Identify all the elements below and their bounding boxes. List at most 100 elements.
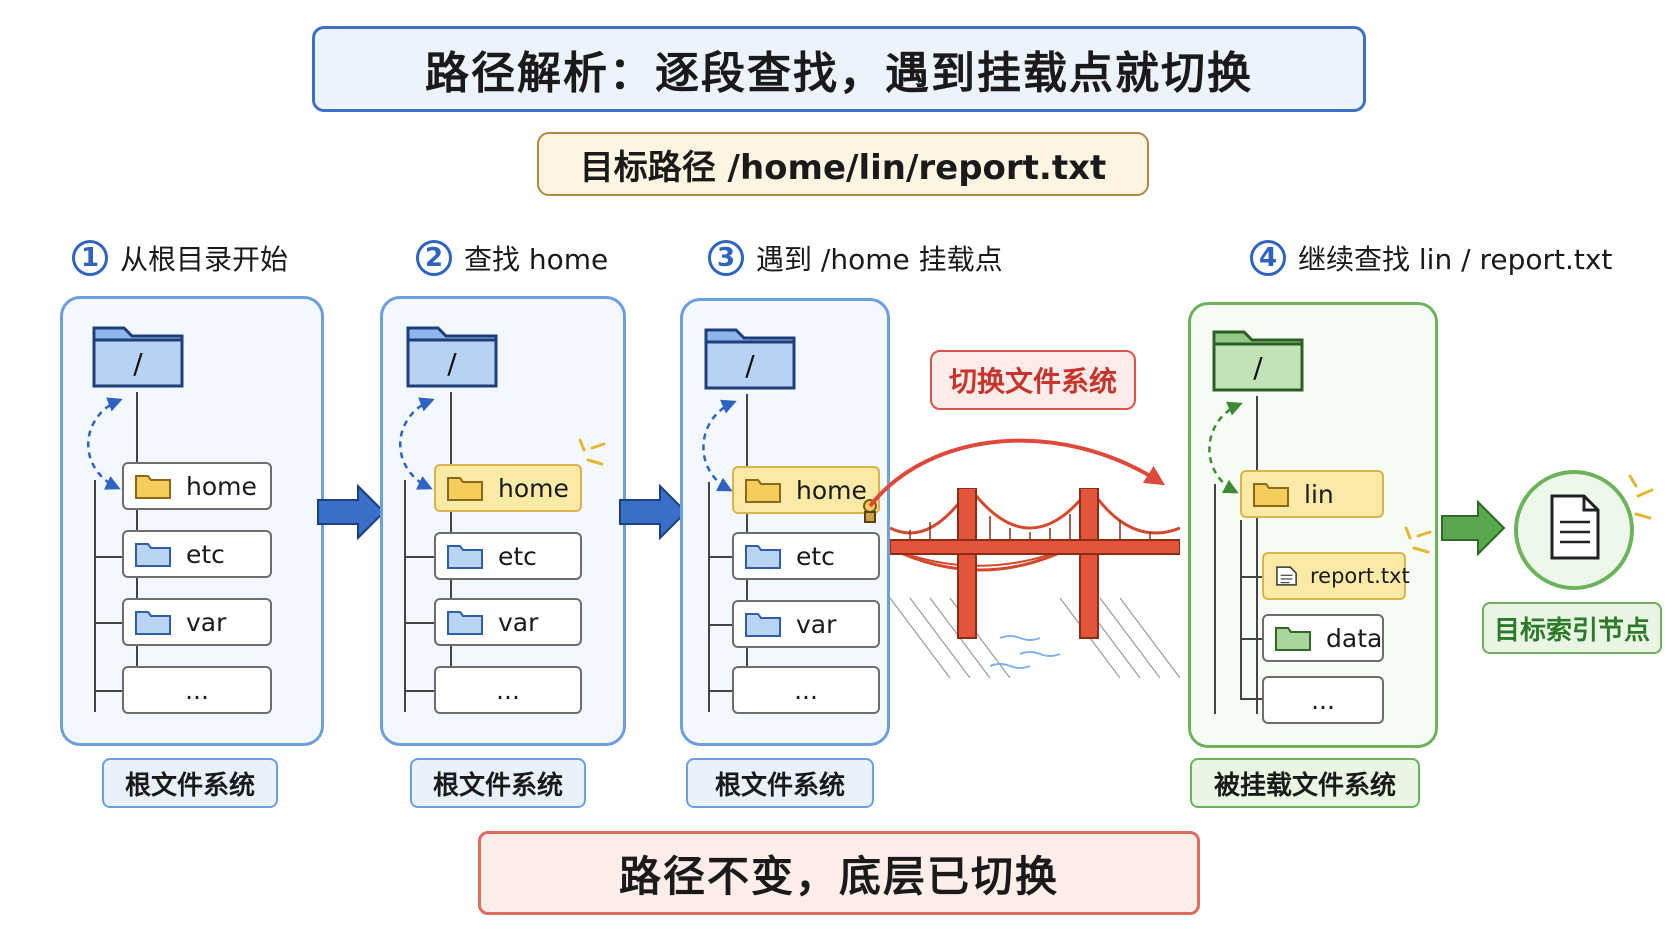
switch-fs-label: 切换文件系统	[930, 350, 1136, 410]
step-2-number: 2	[416, 240, 452, 276]
inode-label: 目标索引节点	[1482, 602, 1662, 654]
root-folder-icon: /	[1212, 330, 1304, 392]
item-label: data	[1326, 623, 1383, 653]
highlight-sparkle-icon	[1404, 526, 1432, 554]
item-label: var	[796, 609, 837, 639]
dir-more: ...	[1262, 676, 1384, 724]
item-label: etc	[796, 541, 835, 571]
folder-icon	[447, 545, 483, 569]
dir-data[interactable]: data	[1262, 614, 1384, 662]
bridge-icon	[890, 488, 1180, 678]
item-label: ...	[185, 675, 209, 705]
step-4-heading: 4 继续查找 lin / report.txt	[1250, 238, 1612, 278]
tree-connector	[708, 690, 732, 692]
folder-icon	[745, 545, 781, 569]
tree-connector	[708, 482, 710, 712]
tree-connector	[1240, 520, 1242, 698]
tree-connector	[1214, 484, 1216, 714]
step-1-number: 1	[72, 240, 108, 276]
folder-icon	[135, 475, 171, 499]
next-step-arrow-icon	[317, 483, 386, 541]
svg-text:/: /	[133, 347, 143, 380]
lookup-arrow	[87, 397, 123, 490]
file-report[interactable]: report.txt	[1262, 552, 1410, 600]
step-4-number: 4	[1250, 240, 1286, 276]
folder-icon	[135, 543, 171, 567]
dir-etc[interactable]: etc	[122, 530, 272, 578]
dir-home-highlighted[interactable]: home	[434, 464, 582, 512]
folder-icon	[1253, 483, 1289, 507]
step-1-heading: 1 从根目录开始	[72, 238, 288, 278]
highlight-sparkle-icon	[578, 438, 606, 466]
step-1-label: 从根目录开始	[120, 243, 289, 276]
item-label: ...	[496, 675, 520, 705]
folder-icon	[447, 477, 483, 501]
tree-connector	[404, 622, 434, 624]
dir-more: ...	[434, 666, 582, 714]
tree-connector	[1240, 638, 1262, 640]
svg-text:/: /	[745, 349, 755, 382]
item-label: var	[186, 607, 227, 637]
tree-connector	[708, 624, 732, 626]
item-label: lin	[1304, 479, 1334, 509]
tree-connector	[94, 556, 122, 558]
dir-lin[interactable]: lin	[1240, 470, 1384, 518]
lookup-arrow	[399, 397, 435, 490]
tree-connector	[94, 480, 96, 712]
step-2-heading: 2 查找 home	[416, 238, 608, 278]
folder-icon	[745, 613, 781, 637]
fs-label-1: 根文件系统	[102, 758, 278, 808]
item-label: home	[498, 473, 569, 503]
tree-connector	[1256, 396, 1258, 714]
item-label: var	[498, 607, 539, 637]
svg-text:/: /	[447, 347, 457, 380]
dir-more: ...	[732, 666, 880, 714]
mount-pin-icon	[863, 499, 877, 523]
next-step-arrow-icon	[619, 483, 688, 541]
diagram-title: 路径解析：逐段查找，遇到挂载点就切换	[312, 26, 1366, 112]
dir-var[interactable]: var	[434, 598, 582, 646]
dir-home-mountpoint[interactable]: home	[732, 466, 880, 514]
tree-connector	[1240, 576, 1262, 578]
next-step-arrow-icon	[1441, 499, 1506, 557]
item-label: ...	[1311, 685, 1335, 715]
folder-icon	[1275, 627, 1311, 651]
root-folder-icon: /	[92, 326, 184, 388]
dir-etc[interactable]: etc	[434, 532, 582, 580]
tree-connector	[94, 622, 122, 624]
tree-connector	[404, 556, 434, 558]
step-4-label: 继续查找 lin / report.txt	[1298, 243, 1613, 276]
tree-connector	[404, 690, 434, 692]
dir-var[interactable]: var	[122, 598, 272, 646]
item-label: etc	[186, 539, 225, 569]
item-label: ...	[794, 675, 818, 705]
step-3-number: 3	[708, 240, 744, 276]
fs-label-4: 被挂载文件系统	[1190, 758, 1420, 808]
root-folder-icon: /	[704, 328, 796, 390]
item-label: home	[186, 471, 257, 501]
document-icon	[1276, 566, 1297, 586]
item-label: home	[796, 475, 867, 505]
step-3-label: 遇到 /home 挂载点	[756, 243, 1003, 276]
dir-home[interactable]: home	[122, 462, 272, 510]
step-2-label: 查找 home	[464, 243, 609, 276]
folder-icon	[447, 611, 483, 635]
fs-label-3: 根文件系统	[686, 758, 874, 808]
folder-icon	[135, 611, 171, 635]
root-folder-icon: /	[406, 326, 498, 388]
dir-var[interactable]: var	[732, 600, 880, 648]
dir-more: ...	[122, 666, 272, 714]
bottom-note: 路径不变，底层已切换	[478, 831, 1200, 915]
lookup-arrow	[702, 399, 737, 492]
inode-document-icon	[1514, 470, 1654, 590]
switch-arrow	[868, 438, 1166, 508]
dir-etc[interactable]: etc	[732, 532, 880, 580]
tree-connector	[94, 690, 122, 692]
lookup-arrow	[1208, 401, 1243, 494]
tree-connector	[708, 556, 732, 558]
item-label: report.txt	[1310, 564, 1410, 588]
tree-connector	[404, 480, 406, 712]
fs-label-2: 根文件系统	[410, 758, 586, 808]
item-label: etc	[498, 541, 537, 571]
step-3-heading: 3 遇到 /home 挂载点	[708, 238, 1003, 278]
